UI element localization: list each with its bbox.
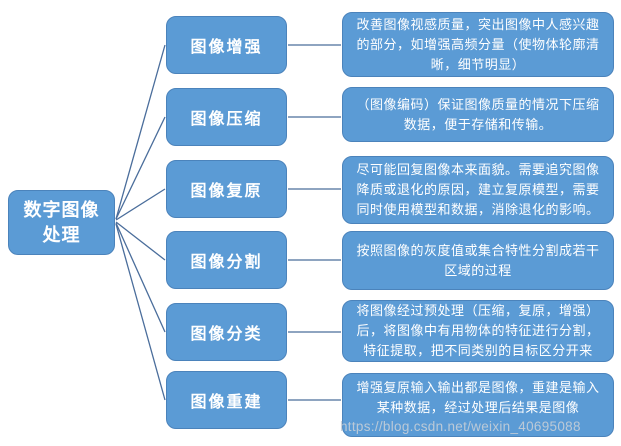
desc-image-segmentation: 按照图像的灰度值或集合特性分割成若干区域的过程 — [342, 231, 614, 290]
node-image-enhancement-label: 图像增强 — [190, 39, 263, 56]
desc-image-restoration-text: 尽可能回复图像本来面貌。需要追究图像降质或退化的原因，建立复原模型，需要同时使用… — [356, 162, 600, 217]
desc-image-segmentation-text: 按照图像的灰度值或集合特性分割成若干区域的过程 — [356, 242, 600, 278]
desc-image-classification-text: 将图像经过预处理（压缩，复原，增强）后，将图像中有用物体的特征进行分割，特征提取… — [356, 303, 600, 358]
node-image-segmentation-label: 图像分割 — [190, 254, 263, 271]
desc-image-enhancement-text: 改善图像视感质量，突出图像中人感兴趣的部分，如增强高频分量（使物体轮廓清晰，细节… — [356, 16, 600, 72]
desc-image-compression: （图像编码）保证图像质量的情况下压缩数据，便于存储和传输。 — [342, 87, 614, 142]
node-image-compression: 图像压缩 — [166, 88, 287, 146]
node-image-classification-label: 图像分类 — [190, 326, 263, 343]
node-image-segmentation: 图像分割 — [166, 231, 287, 289]
desc-image-classification: 将图像经过预处理（压缩，复原，增强）后，将图像中有用物体的特征进行分割，特征提取… — [342, 300, 614, 362]
csdn-watermark-url: https://blog.csdn.net/weixin_40695088 — [340, 419, 581, 434]
desc-image-restoration: 尽可能回复图像本来面貌。需要追究图像降质或退化的原因，建立复原模型，需要同时使用… — [342, 156, 614, 224]
desc-image-enhancement: 改善图像视感质量，突出图像中人感兴趣的部分，如增强高频分量（使物体轮廓清晰，细节… — [342, 12, 614, 77]
desc-image-compression-text: （图像编码）保证图像质量的情况下压缩数据，便于存储和传输。 — [356, 96, 600, 132]
node-image-restoration: 图像复原 — [166, 160, 287, 218]
desc-image-reconstruction: 增强复原输入输出都是图像，重建是输入某种数据，经过处理后结果是图像 — [342, 373, 614, 437]
node-image-restoration-label: 图像复原 — [190, 183, 263, 200]
node-image-reconstruction-label: 图像重建 — [190, 394, 263, 411]
root-node-digital-image-processing: 数字图像处理 — [8, 190, 115, 255]
root-node-label: 数字图像处理 — [23, 200, 100, 245]
node-image-compression-label: 图像压缩 — [190, 111, 263, 128]
node-image-enhancement: 图像增强 — [166, 16, 287, 74]
node-image-classification: 图像分类 — [166, 303, 287, 361]
desc-image-reconstruction-text: 增强复原输入输出都是图像，重建是输入某种数据，经过处理后结果是图像 — [356, 380, 600, 415]
node-image-reconstruction: 图像重建 — [166, 371, 287, 429]
